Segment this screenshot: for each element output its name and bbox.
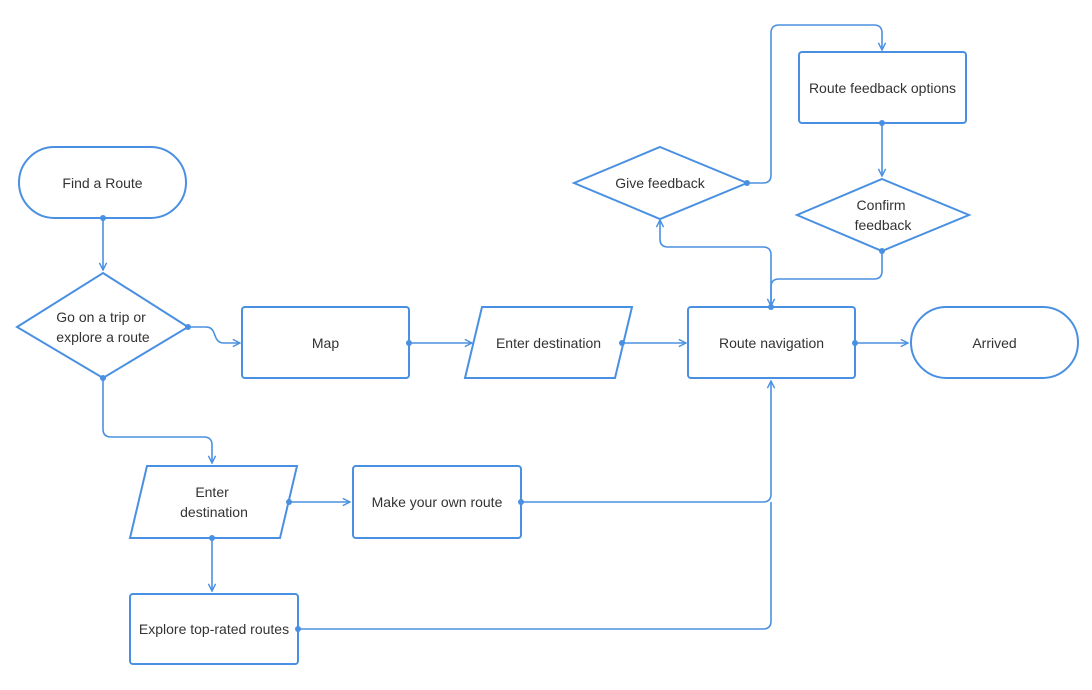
node-go-on-trip-label: Go on a trip or explore a route	[56, 309, 150, 345]
node-label-line: Explore top-rated routes	[139, 621, 289, 637]
nodes: Find a Route Go on a trip or explore a r…	[15, 51, 1079, 665]
connection-dot	[518, 499, 524, 505]
node-label-line: Enter destination	[496, 335, 601, 351]
connection-dot	[879, 120, 885, 126]
node-give-feedback-label: Give feedback	[615, 175, 705, 191]
node-label-line: Arrived	[972, 335, 1016, 351]
connection-dots	[100, 120, 885, 632]
node-enter-destination-bottom[interactable]: Enter destination	[128, 465, 299, 539]
node-label-line: Map	[312, 335, 339, 351]
node-label-line: explore a route	[56, 329, 150, 345]
node-label-line: Confirm	[857, 197, 906, 213]
node-give-feedback-decision[interactable]: Give feedback	[571, 145, 750, 221]
node-label-line: Route navigation	[719, 335, 824, 351]
node-enter-destination-top[interactable]: Enter destination	[463, 306, 634, 379]
node-route-navigation-label: Route navigation	[719, 335, 824, 351]
edge-decision-to-map	[188, 326, 240, 343]
connection-dot	[286, 499, 292, 505]
connection-dot	[185, 324, 191, 330]
connection-dot	[295, 626, 301, 632]
connection-dot	[619, 340, 625, 346]
node-label-line: destination	[180, 504, 248, 520]
connection-dot	[100, 375, 106, 381]
node-explore-top-rated-routes[interactable]: Explore top-rated routes	[129, 593, 299, 665]
edge-make-own-route-to-navigation	[521, 381, 771, 503]
node-label-line: feedback	[855, 217, 913, 233]
edge-decision-to-enter-destination-bottom	[102, 378, 212, 463]
node-go-on-trip-decision[interactable]: Go on a trip or explore a route	[15, 271, 190, 380]
connection-dot	[852, 340, 858, 346]
connection-dot	[209, 535, 215, 541]
node-arrived-label: Arrived	[972, 335, 1016, 351]
connection-dot	[744, 180, 750, 186]
node-route-navigation[interactable]: Route navigation	[687, 306, 856, 379]
node-arrived[interactable]: Arrived	[910, 306, 1079, 379]
edge-navigation-to-give-feedback	[660, 220, 772, 307]
node-route-feedback-options-label: Route feedback options	[809, 80, 956, 96]
node-label-line: Enter	[195, 484, 229, 500]
node-map[interactable]: Map	[241, 306, 410, 379]
connection-dot	[879, 248, 885, 254]
node-explore-top-rated-label: Explore top-rated routes	[139, 621, 289, 637]
node-map-label: Map	[312, 335, 339, 351]
edge-explore-to-navigation	[298, 502, 772, 630]
node-label-line: Go on a trip or	[56, 309, 146, 325]
edge-confirm-to-navigation	[771, 251, 883, 306]
node-label-line: Find a Route	[62, 175, 142, 191]
node-find-a-route[interactable]: Find a Route	[18, 146, 187, 219]
connection-dot	[768, 304, 774, 310]
node-make-your-own-route-label: Make your own route	[372, 494, 503, 510]
connection-dot	[406, 340, 412, 346]
node-confirm-feedback-label: Confirm feedback	[855, 197, 913, 233]
node-route-feedback-options[interactable]: Route feedback options	[798, 51, 967, 124]
node-find-a-route-label: Find a Route	[62, 175, 142, 191]
node-enter-destination-bottom-label: Enter destination	[180, 484, 248, 520]
connection-dot	[100, 215, 106, 221]
node-label-line: Give feedback	[615, 175, 705, 191]
node-enter-destination-top-label: Enter destination	[496, 335, 601, 351]
node-make-your-own-route[interactable]: Make your own route	[352, 465, 522, 539]
edge-give-feedback-to-feedback-options	[747, 24, 882, 184]
node-label-line: Make your own route	[372, 494, 503, 510]
connectors	[102, 24, 908, 630]
node-label-line: Route feedback options	[809, 80, 956, 96]
node-confirm-feedback-decision[interactable]: Confirm feedback	[794, 177, 972, 253]
